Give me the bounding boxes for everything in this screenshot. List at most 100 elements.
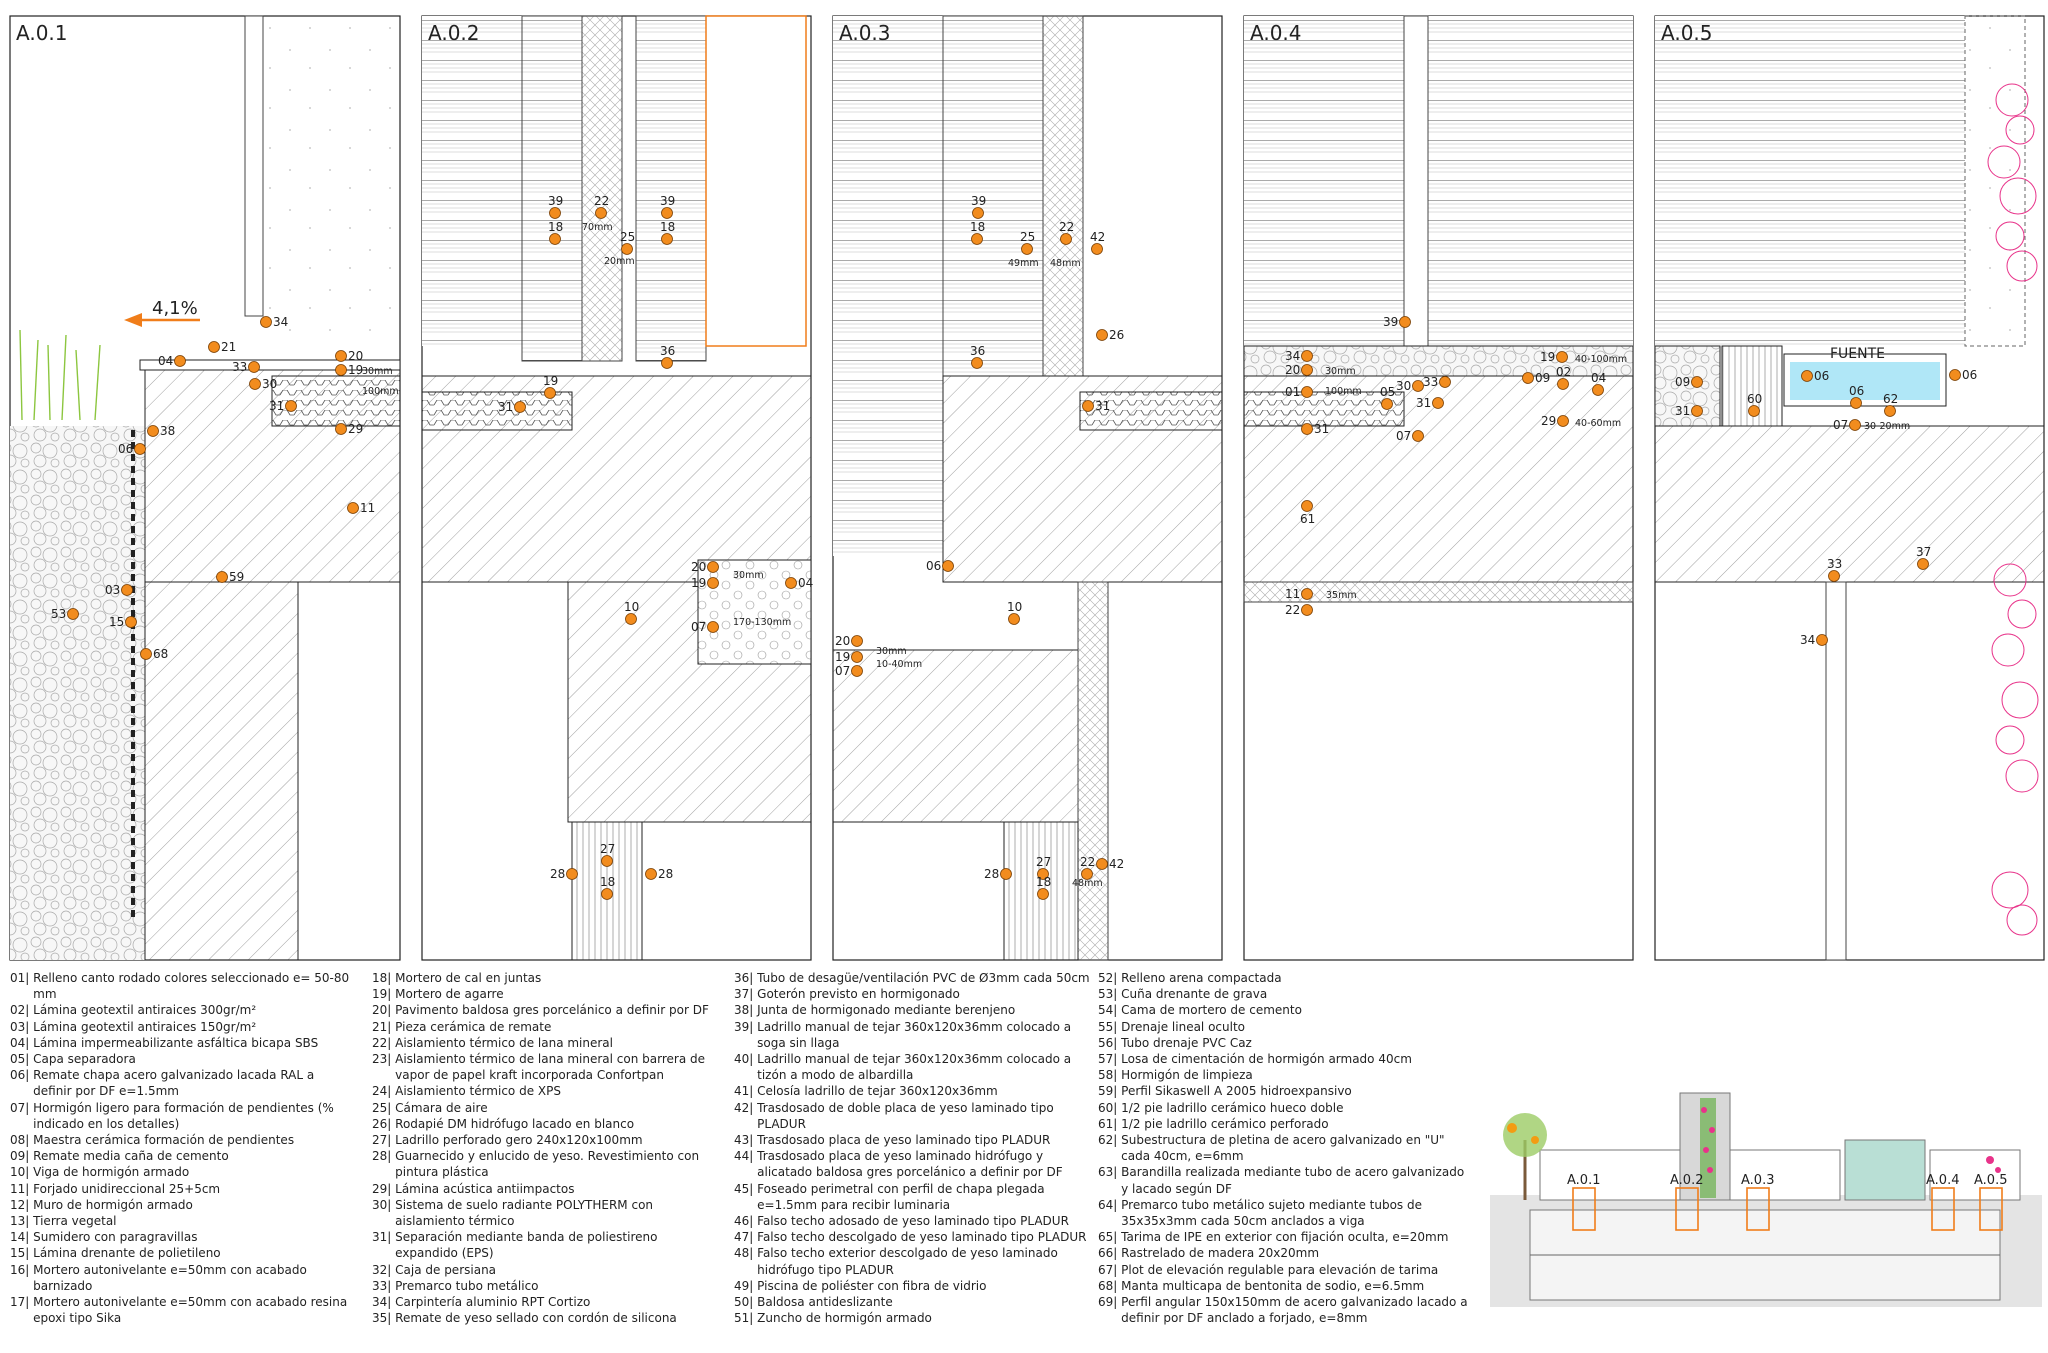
legend-number: 33| (372, 1278, 396, 1293)
marker-label: 28 (984, 867, 999, 881)
marker-dot (661, 233, 673, 245)
marker-label: 07 (1396, 429, 1411, 443)
marker-dot (549, 233, 561, 245)
legend-item: 35| Remate de yeso sellado con cordón de… (372, 1310, 712, 1326)
legend-text: Plot de elevación regulable para elevaci… (1121, 1262, 1439, 1277)
legend-number: 17| (10, 1295, 34, 1310)
window-frame (1403, 15, 1429, 347)
key-marker-label: A.0.3 (1741, 1173, 1774, 1188)
legend-number: 21| (372, 1019, 396, 1034)
fountain-water (1790, 362, 1940, 400)
legend-text: Premarco tubo metálico sujeto mediante t… (1121, 1197, 1422, 1229)
interior-finish (705, 15, 807, 347)
marker-label: 07 (1833, 418, 1848, 432)
marker-dot (707, 577, 719, 589)
key-block (1844, 1139, 1926, 1201)
marker-dot (621, 243, 633, 255)
key-pavilion (1929, 1149, 2021, 1201)
legend-number: 42| (734, 1100, 758, 1115)
fountain-label: FUENTE (1830, 346, 1885, 362)
legend-number: 29| (372, 1181, 396, 1196)
legend-number: 05| (10, 1052, 34, 1067)
dimension-label: 40-100mm (1575, 354, 1627, 365)
legend-text: Sumidero con paragravillas (33, 1230, 198, 1245)
legend-number: 02| (10, 1003, 34, 1018)
marker-label: 10 (1007, 600, 1022, 614)
marker-label: 39 (1383, 315, 1398, 329)
legend-item: 07| Hormigón ligero para formación de pe… (10, 1100, 350, 1132)
marker-label: 20 (348, 349, 363, 363)
marker-label: 06 (118, 442, 133, 456)
marker-dot (1748, 405, 1760, 417)
marker-dot (1432, 397, 1444, 409)
legend-number: 40| (734, 1052, 758, 1067)
marker-label: 34 (1800, 633, 1815, 647)
legend-number: 24| (372, 1084, 396, 1099)
legend-text: Losa de cimentación de hormigón armado 4… (1121, 1052, 1412, 1067)
key-marker-box (1979, 1187, 2003, 1231)
legend-item: 54| Cama de mortero de cemento (1098, 1002, 1470, 1018)
marker-label: 11 (360, 501, 375, 515)
marker-dot (514, 401, 526, 413)
marker-label: 25 (620, 230, 635, 244)
legend-number: 31| (372, 1230, 396, 1245)
legend-text: Lámina impermeabilizante asfáltica bicap… (33, 1035, 319, 1050)
marker-label: 31 (1416, 396, 1431, 410)
marker-label: 03 (105, 583, 120, 597)
legend-text: Mortero de agarre (395, 987, 504, 1002)
legend-number: 53| (1098, 987, 1122, 1002)
marker-dot (249, 378, 261, 390)
key-marker-label: A.0.5 (1974, 1173, 2007, 1188)
legend-item: 11| Forjado unidireccional 25+5cm (10, 1181, 350, 1197)
legend-text: Forjado unidireccional 25+5cm (33, 1181, 221, 1196)
legend-text: Baldosa antideslizante (757, 1295, 893, 1310)
legend-text: Hormigón ligero para formación de pendie… (33, 1100, 334, 1131)
marker-label: 02 (1556, 365, 1571, 379)
legend-item: 28| Guarnecido y enlucido de yeso. Reves… (372, 1148, 712, 1180)
dimension-label: 48mm (1050, 258, 1081, 269)
legend-item: 37| Goterón previsto en hormigonado (734, 986, 1094, 1002)
legend-number: 23| (372, 1052, 396, 1067)
marker-dot (942, 560, 954, 572)
legend-item: 52| Relleno arena compactada (1098, 970, 1470, 986)
marker-dot (1060, 233, 1072, 245)
marker-label: 01 (1285, 385, 1300, 399)
marker-label: 18 (970, 220, 985, 234)
ceiling-insulation (1243, 581, 1634, 603)
dimension-label: 35mm (1326, 590, 1357, 601)
legend-number: 01| (10, 971, 34, 985)
legend-text: Aislamiento térmico de XPS (395, 1084, 561, 1099)
legend-number: 57| (1098, 1052, 1122, 1067)
legend-text: Cama de mortero de cemento (1121, 1003, 1302, 1018)
legend-number: 45| (734, 1181, 758, 1196)
legend-number: 14| (10, 1230, 34, 1245)
legend-text: 1/2 pie ladrillo cerámico perforado (1121, 1116, 1329, 1131)
legend-text: Perfil Sikaswell A 2005 hidroexpansivo (1121, 1084, 1352, 1099)
legend-number: 68| (1098, 1278, 1122, 1293)
legend-number: 08| (10, 1133, 34, 1148)
dimension-label: 20mm (604, 256, 635, 267)
insulation-lower (1077, 581, 1109, 961)
legend-item: 44| Trasdosado placa de yeso laminado hi… (734, 1148, 1094, 1180)
legend-item: 62| Subestructura de pletina de acero ga… (1098, 1132, 1470, 1164)
legend-number: 15| (10, 1246, 34, 1261)
marker-label: 31 (1314, 422, 1329, 436)
legend-text: Tierra vegetal (33, 1214, 117, 1229)
legend-text: Lámina drenante de polietileno (33, 1246, 221, 1261)
legend-number: 22| (372, 1035, 396, 1050)
legend-item: 25| Cámara de aire (372, 1100, 712, 1116)
legend-number: 19| (372, 987, 396, 1002)
legend-item: 20| Pavimento baldosa gres porcelánico a… (372, 1002, 712, 1018)
marker-dot (248, 361, 260, 373)
dimension-label: 30mm (362, 366, 393, 377)
marker-dot (1557, 415, 1569, 427)
marker-dot (1091, 243, 1103, 255)
wall (144, 581, 299, 961)
marker-dot (347, 502, 359, 514)
